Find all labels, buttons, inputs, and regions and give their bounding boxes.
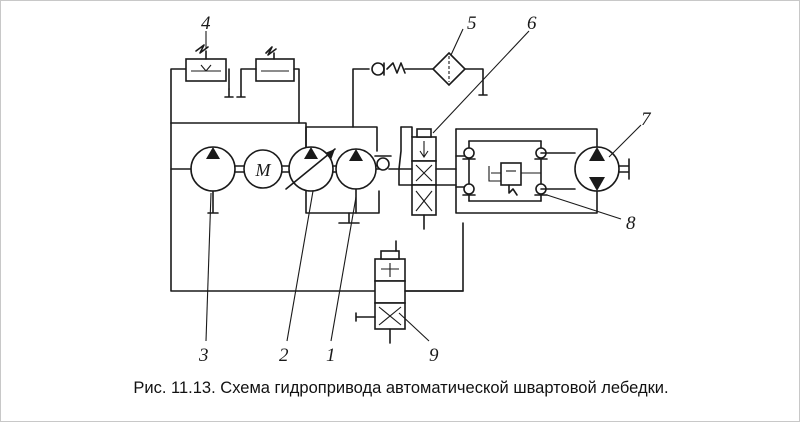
callout-8: 8 bbox=[626, 213, 636, 234]
callout-9: 9 bbox=[429, 345, 439, 366]
callout-1: 1 bbox=[326, 345, 336, 366]
callout-6: 6 bbox=[527, 13, 537, 34]
check-valve-pump1 bbox=[374, 155, 392, 171]
electric-motor: M bbox=[243, 149, 283, 189]
filter-5 bbox=[431, 51, 467, 87]
check-valve-filter bbox=[371, 62, 406, 76]
callout-5: 5 bbox=[467, 13, 477, 34]
pressure-valve-8 bbox=[488, 162, 541, 196]
relief-valve-b bbox=[255, 46, 295, 82]
callout-3: 3 bbox=[198, 345, 209, 366]
directional-valve-6 bbox=[411, 128, 437, 216]
motor-block-frame bbox=[455, 128, 598, 150]
hydromotor-7 bbox=[574, 146, 630, 192]
callout-leaders bbox=[205, 28, 642, 342]
valve4-loop-line bbox=[170, 68, 187, 124]
hydraulic-schematic: M bbox=[170, 13, 652, 366]
directional-valve-9 bbox=[374, 250, 406, 344]
callout-7: 7 bbox=[641, 109, 652, 130]
top-supply-line bbox=[170, 122, 307, 148]
callout-4: 4 bbox=[201, 13, 211, 34]
pump-3 bbox=[190, 146, 236, 214]
motor-label: M bbox=[255, 160, 272, 180]
callout-2: 2 bbox=[279, 345, 289, 366]
figure-caption: Рис. 11.13. Схема гидропривода автоматич… bbox=[133, 379, 669, 397]
main-return-line bbox=[170, 122, 464, 292]
relief-valve-4 bbox=[185, 44, 227, 82]
variable-pump-2 bbox=[285, 146, 336, 192]
bridge-check-valves bbox=[462, 147, 548, 196]
pump-1 bbox=[335, 148, 377, 214]
